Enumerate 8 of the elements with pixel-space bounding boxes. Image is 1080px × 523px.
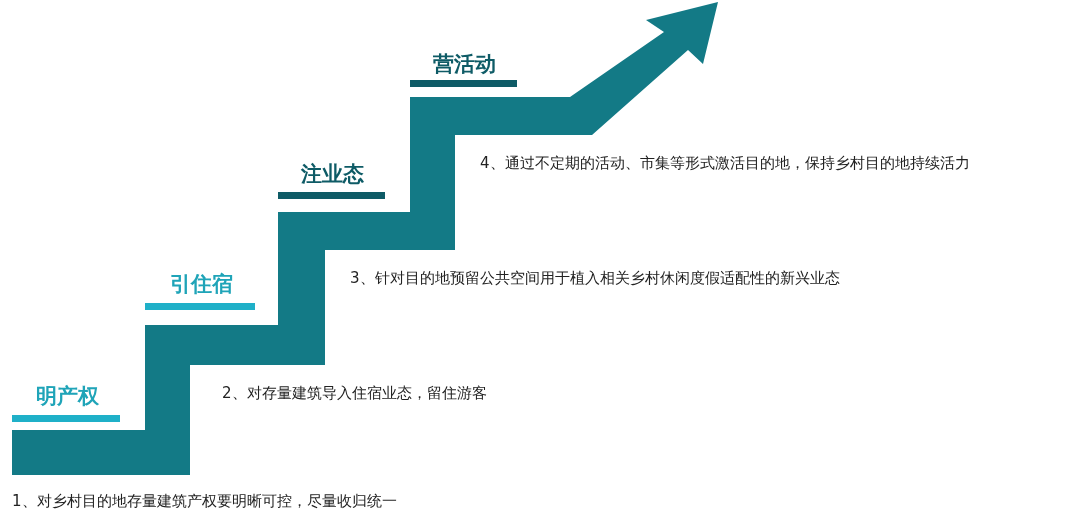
step-heading: 引住宿 bbox=[168, 271, 234, 298]
step-description: 4、通过不定期的活动、市集等形式激活目的地，保持乡村目的地持续活力 bbox=[480, 153, 970, 174]
step-description: 3、针对目的地预留公共空间用于植入相关乡村休闲度假适配性的新兴业态 bbox=[350, 268, 840, 289]
step-heading: 注业态 bbox=[300, 161, 365, 188]
step-heading: 明产权 bbox=[34, 383, 100, 410]
step-description: 2、对存量建筑导入住宿业态，留住游客 bbox=[222, 383, 487, 404]
step-heading: 营活动 bbox=[432, 51, 497, 78]
step-description: 1、对乡村目的地存量建筑产权要明晰可控，尽量收归统一 bbox=[12, 491, 397, 512]
